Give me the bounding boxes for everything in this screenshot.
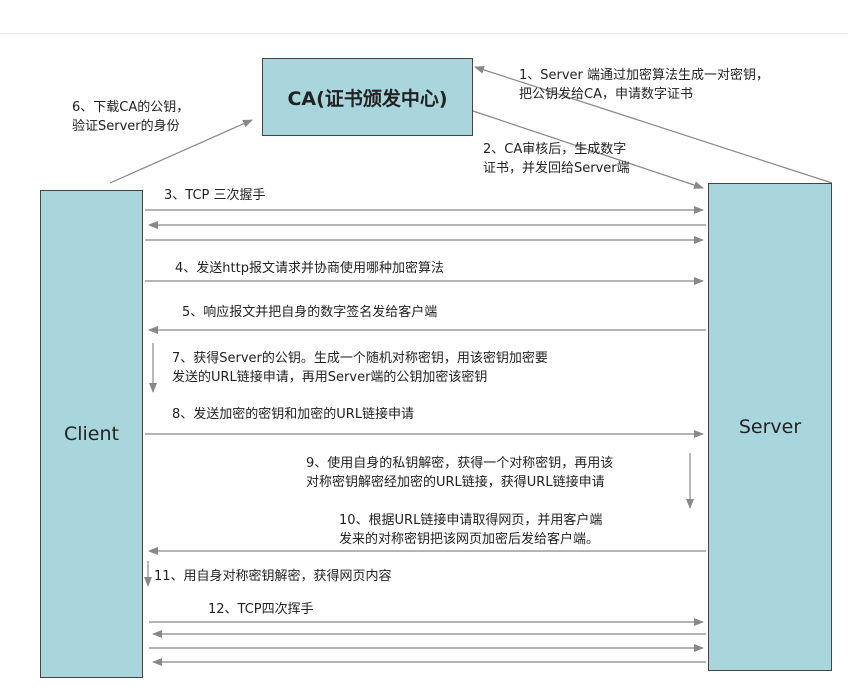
step2-label: 2、CA审核后，生成数字 证书，并发回给Server端 [483, 140, 630, 178]
server-node-label: Server [738, 416, 802, 438]
step9-label: 9、使用自身的私钥解密，获得一个对称密钥，再用该 对称密钥解密经加密的URL链接… [306, 454, 613, 492]
step6-label: 6、下载CA的公钥， 验证Server的身份 [72, 98, 189, 136]
step10-line2: 发来的对称密钥把该网页加密后发给客户端。 [339, 532, 600, 547]
step1-line2: 把公钥发给CA，申请数字证书 [519, 87, 693, 102]
step11-label: 11、用自身对称密钥解密，获得网页内容 [154, 569, 392, 584]
client-node: Client [40, 190, 143, 678]
step2-line1: 2、CA审核后，生成数字 [483, 142, 627, 157]
step7-line1: 7、获得Server的公钥。生成一个随机对称密钥，用该密钥加密要 [172, 351, 548, 366]
ca-node-label: CA(证书颁发中心) [287, 87, 448, 110]
step9-line1: 9、使用自身的私钥解密，获得一个对称密钥，再用该 [306, 456, 614, 471]
client-node-label: Client [63, 423, 119, 445]
arrow-step1 [474, 65, 833, 184]
step2-line2: 证书，并发回给Server端 [483, 161, 630, 176]
top-divider [0, 33, 848, 34]
step1-line1: 1、Server 端通过加密算法生成一对密钥， [519, 68, 770, 83]
step10-label: 10、根据URL链接申请取得网页，并用客户端 发来的对称密钥把该网页加密后发给客… [339, 511, 602, 549]
step7-line2: 发送的URL链接申请，再用Server端的公钥加密该密钥 [172, 370, 488, 385]
arrow-step6 [109, 119, 253, 184]
step4-label: 4、发送http报文请求并协商使用哪种加密算法 [175, 261, 444, 276]
arrow-step2 [472, 110, 704, 189]
step10-line1: 10、根据URL链接申请取得网页，并用客户端 [339, 513, 603, 528]
step5-label: 5、响应报文并把自身的数字签名发给客户端 [182, 305, 438, 320]
step6-line1: 6、下载CA的公钥， [72, 100, 190, 115]
ca-node: CA(证书颁发中心) [262, 58, 473, 136]
step6-line2: 验证Server的身份 [72, 119, 180, 134]
server-node: Server [708, 183, 832, 671]
step8-label: 8、发送加密的密钥和加密的URL链接申请 [172, 407, 415, 422]
step1-label: 1、Server 端通过加密算法生成一对密钥， 把公钥发给CA，申请数字证书 [519, 66, 769, 104]
step12-label: 12、TCP四次挥手 [208, 602, 314, 617]
step7-label: 7、获得Server的公钥。生成一个随机对称密钥，用该密钥加密要 发送的URL链… [172, 349, 548, 387]
step3-label: 3、TCP 三次握手 [164, 188, 266, 203]
step9-line2: 对称密钥解密经加密的URL链接，获得URL链接申请 [306, 475, 605, 490]
